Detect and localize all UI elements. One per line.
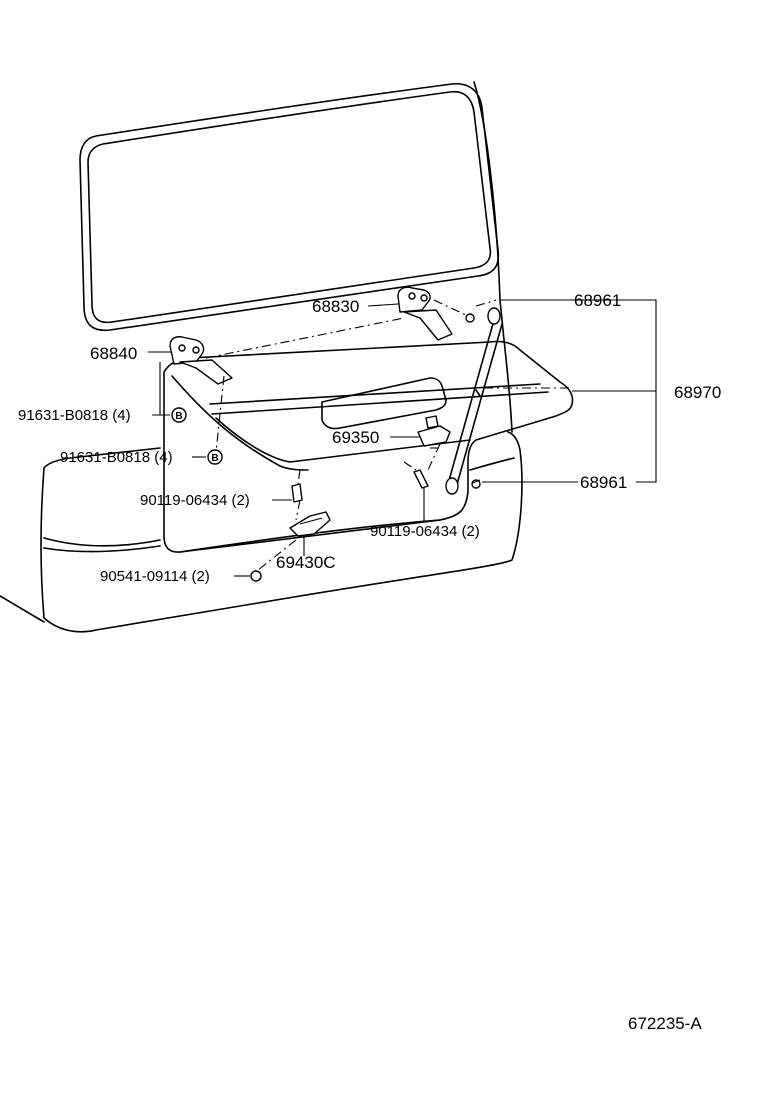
label-91631-upper: 91631-B0818 (4) — [18, 407, 131, 424]
vehicle-body — [0, 81, 523, 633]
badge-b-upper: B — [171, 407, 187, 423]
drawing-number: 672235-A — [628, 1014, 702, 1033]
label-68970: 68970 — [674, 383, 721, 402]
label-90119-right: 90119-06434 (2) — [370, 523, 480, 540]
striker-69430c — [289, 511, 331, 537]
label-90119-left: 90119-06434 (2) — [140, 492, 250, 509]
rear-window-glass — [79, 83, 500, 332]
label-91631-lower: 91631-B0818 (4) — [60, 449, 173, 466]
label-69430c: 69430C — [276, 553, 336, 572]
svg-text:B: B — [175, 411, 182, 422]
label-68840: 68840 — [90, 344, 137, 363]
gas-strut — [445, 307, 503, 495]
badge-b-lower: B — [207, 449, 223, 465]
lock-69350 — [417, 415, 451, 447]
phantom-lines — [205, 299, 572, 571]
label-68961-bottom: 68961 — [580, 473, 627, 492]
leader-lines — [148, 299, 657, 577]
back-door-panel — [163, 340, 574, 553]
hinge-68840 — [169, 336, 233, 385]
fasteners — [250, 313, 481, 582]
label-69350: 69350 — [332, 428, 379, 447]
label-90541: 90541-09114 (2) — [100, 568, 210, 585]
label-68830: 68830 — [312, 297, 359, 316]
hinge-68830 — [397, 286, 453, 341]
svg-text:B: B — [211, 453, 218, 464]
label-68961-top: 68961 — [574, 291, 621, 310]
